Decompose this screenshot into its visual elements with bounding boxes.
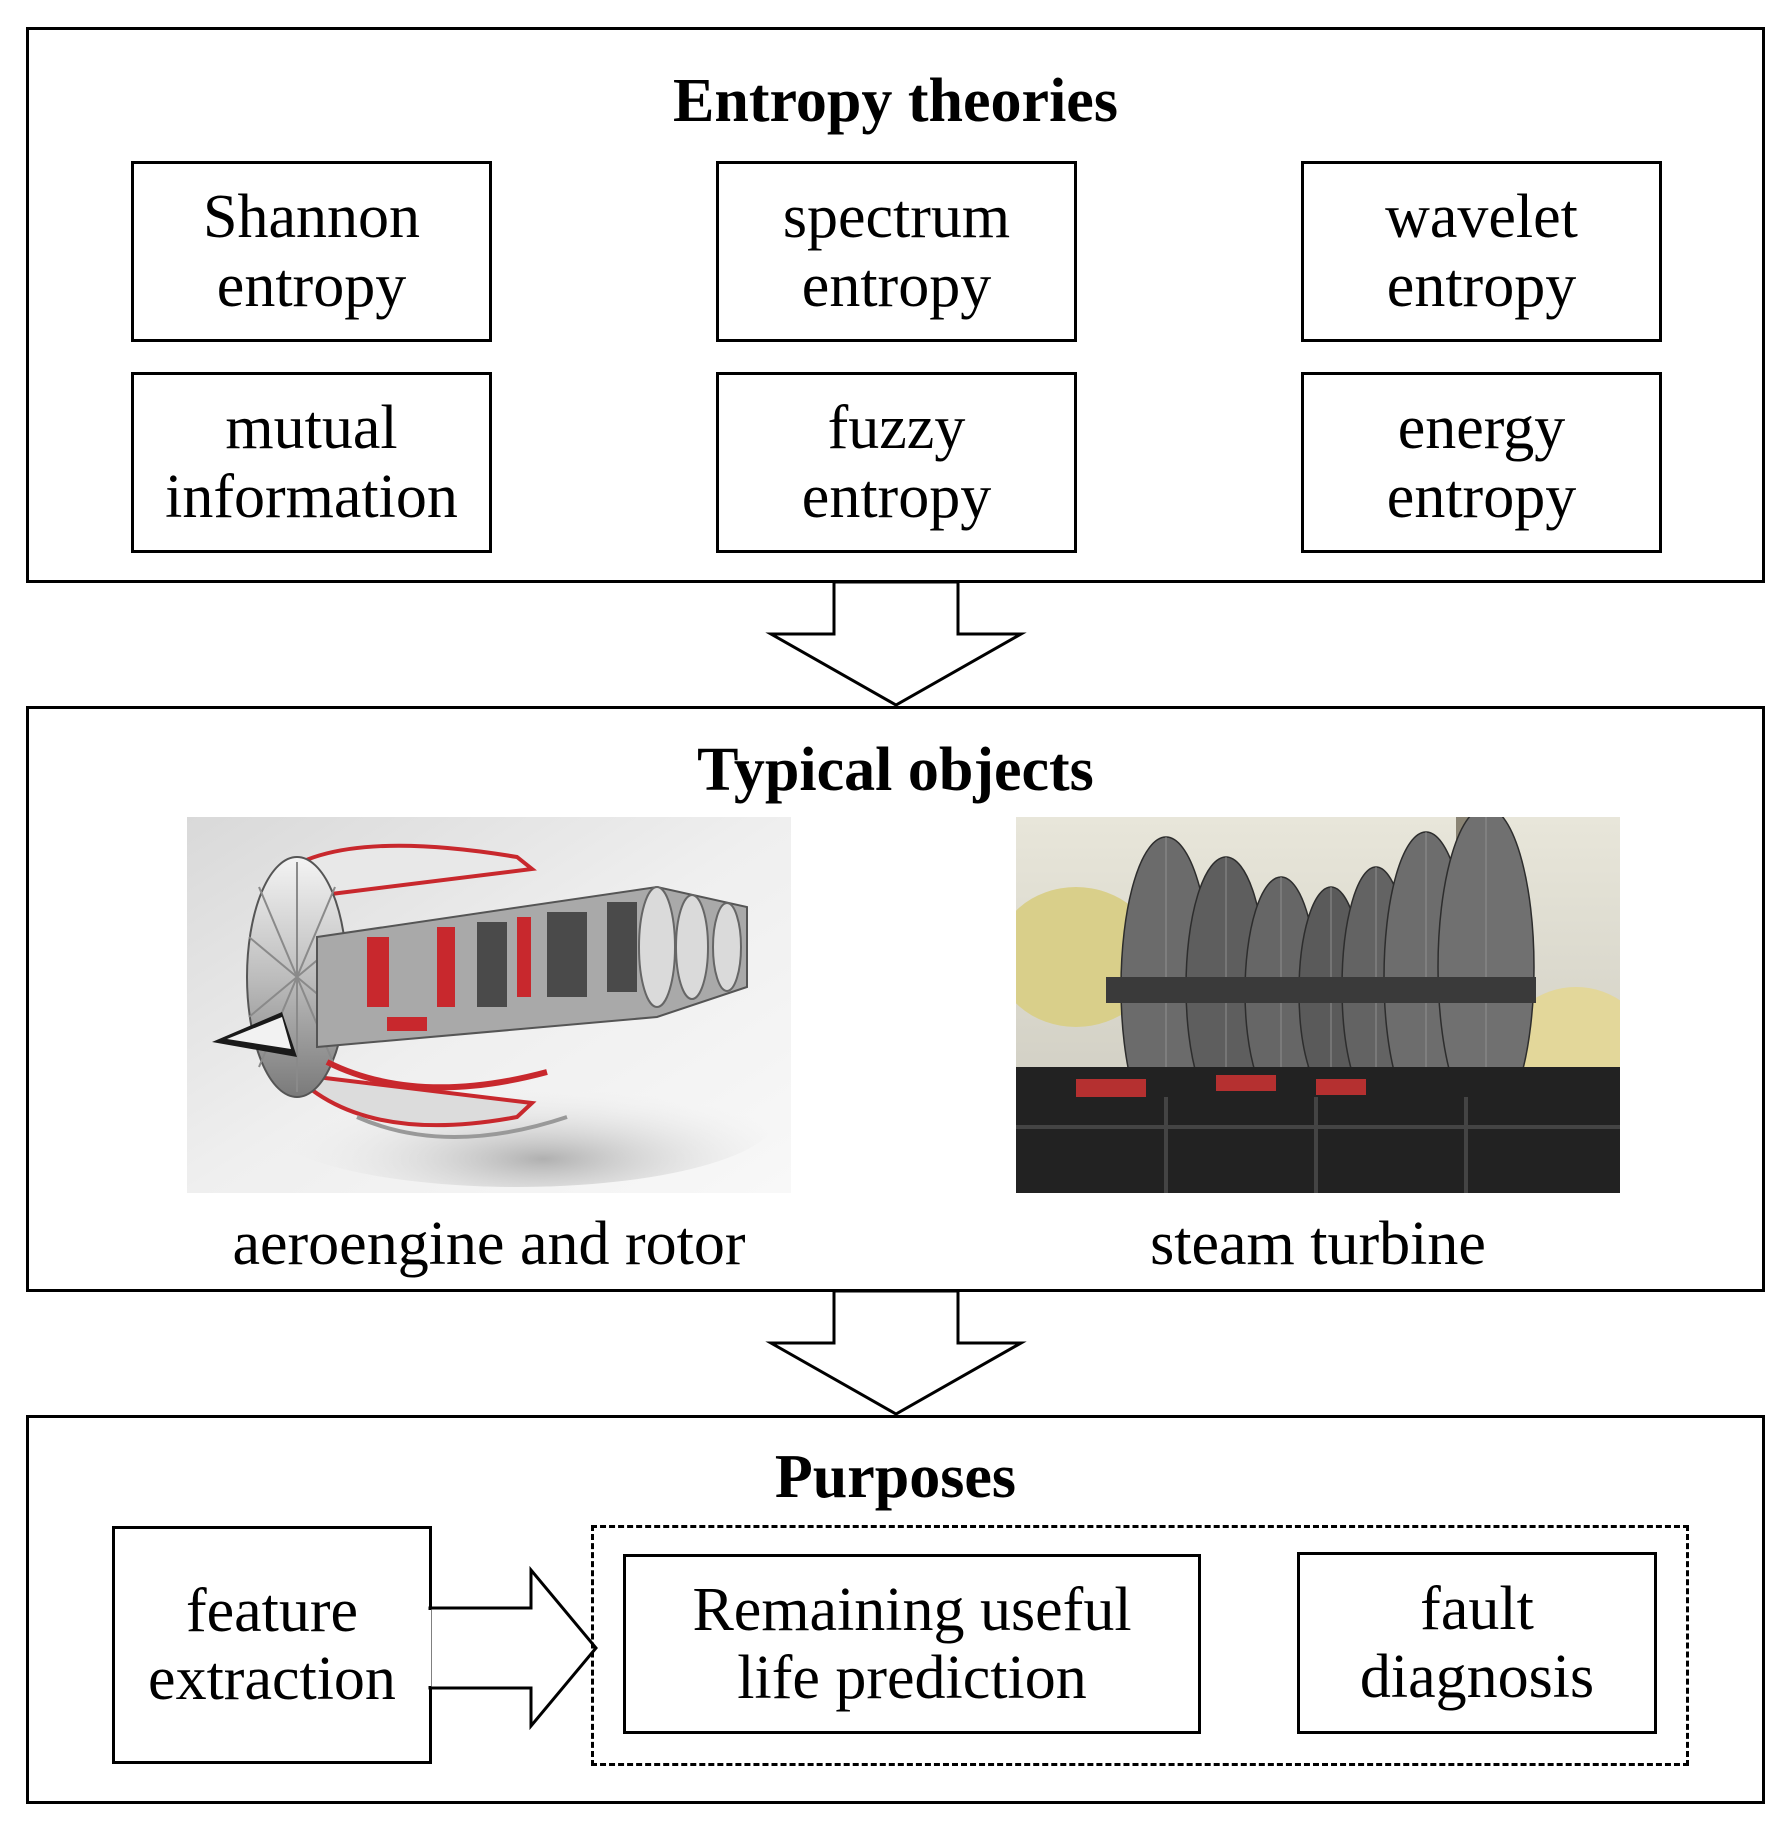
- steam-turbine-caption: steam turbine: [1150, 1210, 1486, 1278]
- box-line: extraction: [148, 1645, 396, 1713]
- typical-objects-panel: Typical objects: [26, 706, 1765, 1292]
- box-line: fault: [1420, 1574, 1534, 1643]
- box-line: fuzzy: [827, 394, 966, 463]
- fault-diagnosis-box: fault diagnosis: [1297, 1552, 1657, 1734]
- aeroengine-image: [187, 817, 791, 1193]
- typical-objects-title: Typical objects: [697, 736, 1094, 804]
- entropy-theories-panel: Entropy theories Shannon entropy spectru…: [26, 27, 1765, 583]
- box-line: entropy: [1386, 462, 1577, 531]
- feature-extraction-box: feature extraction: [112, 1526, 432, 1764]
- box-line: information: [165, 462, 458, 531]
- down-arrow-icon: [765, 1289, 1027, 1416]
- spectrum-entropy-box: spectrum entropy: [716, 161, 1077, 342]
- aeroengine-cutaway-icon: [187, 817, 791, 1193]
- box-line: Remaining useful: [692, 1575, 1132, 1644]
- remaining-useful-life-box: Remaining useful life prediction: [623, 1554, 1201, 1734]
- outcomes-dashed-group: [591, 1525, 1689, 1766]
- box-line: life prediction: [737, 1644, 1087, 1712]
- entropy-theories-title: Entropy theories: [673, 67, 1118, 135]
- box-line: entropy: [1386, 251, 1577, 320]
- down-arrow-icon: [765, 580, 1027, 707]
- right-arrow-icon: [426, 1565, 598, 1731]
- box-line: entropy: [801, 462, 992, 531]
- steam-turbine-rotor-icon: [1016, 817, 1620, 1193]
- box-line: diagnosis: [1359, 1643, 1595, 1711]
- box-line: wavelet: [1385, 183, 1578, 252]
- energy-entropy-box: energy entropy: [1301, 372, 1662, 553]
- shannon-entropy-box: Shannon entropy: [131, 161, 492, 342]
- purposes-panel: Purposes feature extraction Remaining us…: [26, 1415, 1765, 1804]
- aeroengine-caption: aeroengine and rotor: [232, 1210, 746, 1278]
- box-line: energy: [1397, 394, 1566, 463]
- mutual-information-box: mutual information: [131, 372, 492, 553]
- wavelet-entropy-box: wavelet entropy: [1301, 161, 1662, 342]
- box-line: spectrum: [782, 183, 1011, 252]
- box-line: mutual: [225, 394, 398, 463]
- box-line: feature: [185, 1576, 359, 1645]
- box-line: entropy: [216, 251, 407, 320]
- purposes-title: Purposes: [774, 1443, 1017, 1511]
- fuzzy-entropy-box: fuzzy entropy: [716, 372, 1077, 553]
- box-line: Shannon: [203, 183, 420, 252]
- steam-turbine-image: [1016, 817, 1620, 1193]
- box-line: entropy: [801, 251, 992, 320]
